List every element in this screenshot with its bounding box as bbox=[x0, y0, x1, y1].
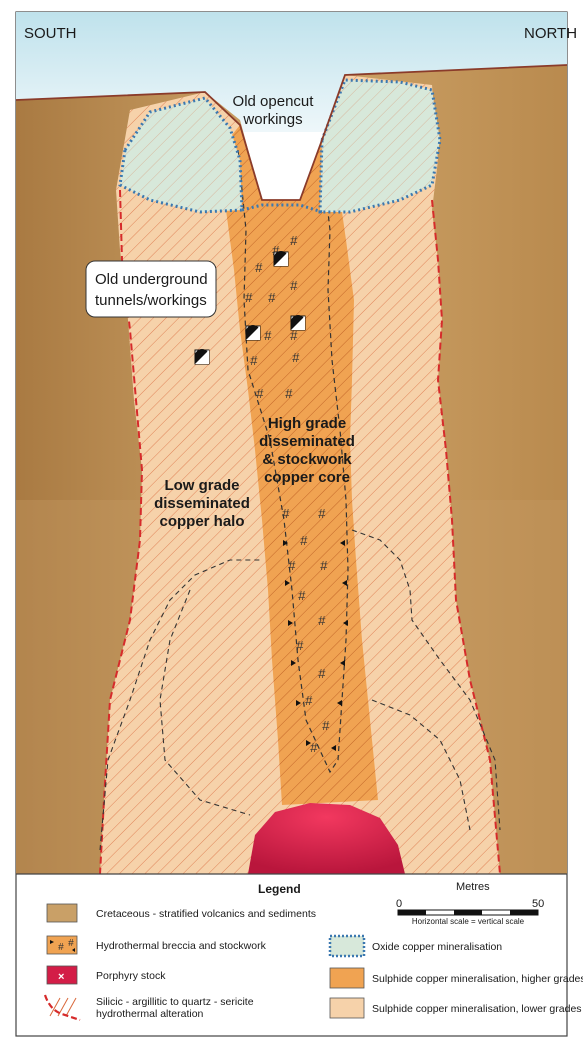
svg-text:#: # bbox=[282, 506, 290, 521]
svg-text:#: # bbox=[288, 558, 296, 573]
legend-oxide: Oxide copper mineralisation bbox=[372, 941, 502, 953]
low-grade-label-line3: copper halo bbox=[159, 513, 244, 530]
svg-text:#: # bbox=[68, 938, 74, 949]
svg-text:#: # bbox=[292, 350, 300, 365]
svg-text:#: # bbox=[318, 506, 326, 521]
svg-text:#: # bbox=[58, 942, 64, 953]
direction-south: SOUTH bbox=[24, 25, 77, 42]
svg-text:#: # bbox=[318, 613, 326, 628]
high-grade-label-line1: High grade bbox=[268, 415, 346, 432]
svg-text:#: # bbox=[300, 533, 308, 548]
low-grade-label-line1: Low grade bbox=[164, 477, 239, 494]
svg-text:#: # bbox=[285, 386, 293, 401]
svg-text:#: # bbox=[255, 260, 263, 275]
svg-text:#: # bbox=[318, 666, 326, 681]
legend-porphyry: Porphyry stock bbox=[96, 970, 166, 982]
svg-text:#: # bbox=[256, 386, 264, 401]
svg-text:#: # bbox=[290, 233, 298, 248]
legend-alteration-line1: Silicic - argillitic to quartz - sericit… bbox=[96, 996, 254, 1008]
legend-alteration-line2: hydrothermal alteration bbox=[96, 1008, 204, 1020]
high-grade-label-line4: copper core bbox=[264, 469, 350, 486]
scale-max: 50 bbox=[532, 898, 544, 910]
swatch-sulphide-high bbox=[330, 968, 364, 988]
opencut-label-line2: workings bbox=[242, 111, 302, 128]
svg-text:#: # bbox=[322, 718, 330, 733]
tunnels-label-line1: Old underground bbox=[95, 271, 208, 288]
svg-text:×: × bbox=[58, 971, 64, 983]
legend-breccia: Hydrothermal breccia and stockwork bbox=[96, 940, 267, 952]
swatch-oxide bbox=[330, 936, 364, 956]
svg-text:#: # bbox=[290, 278, 298, 293]
direction-north: NORTH bbox=[524, 25, 577, 42]
svg-text:#: # bbox=[268, 290, 276, 305]
scale-note: Horizontal scale = vertical scale bbox=[412, 917, 525, 926]
legend-title: Legend bbox=[258, 882, 301, 896]
high-grade-label-line3: & stockwork bbox=[262, 451, 352, 468]
scale-title: Metres bbox=[456, 881, 490, 893]
swatch-cretaceous bbox=[47, 904, 77, 922]
low-grade-label-line2: disseminated bbox=[154, 495, 250, 512]
svg-text:#: # bbox=[296, 638, 304, 653]
svg-text:#: # bbox=[245, 290, 253, 305]
opencut-label-line1: Old opencut bbox=[233, 93, 315, 110]
svg-text:#: # bbox=[305, 693, 313, 708]
high-grade-label-line2: disseminated bbox=[259, 433, 355, 450]
legend-sulphide-low: Sulphide copper mineralisation, lower gr… bbox=[372, 1003, 582, 1015]
scale-min: 0 bbox=[396, 898, 402, 910]
svg-text:#: # bbox=[310, 740, 318, 755]
svg-text:#: # bbox=[298, 588, 306, 603]
svg-text:#: # bbox=[264, 328, 272, 343]
legend-sulphide-high: Sulphide copper mineralisation, higher g… bbox=[372, 973, 583, 985]
swatch-sulphide-low bbox=[330, 998, 364, 1018]
tunnels-label-line2: tunnels/workings bbox=[95, 292, 207, 309]
svg-text:#: # bbox=[250, 353, 258, 368]
legend-cretaceous: Cretaceous - stratified volcanics and se… bbox=[96, 908, 316, 920]
svg-text:#: # bbox=[320, 558, 328, 573]
